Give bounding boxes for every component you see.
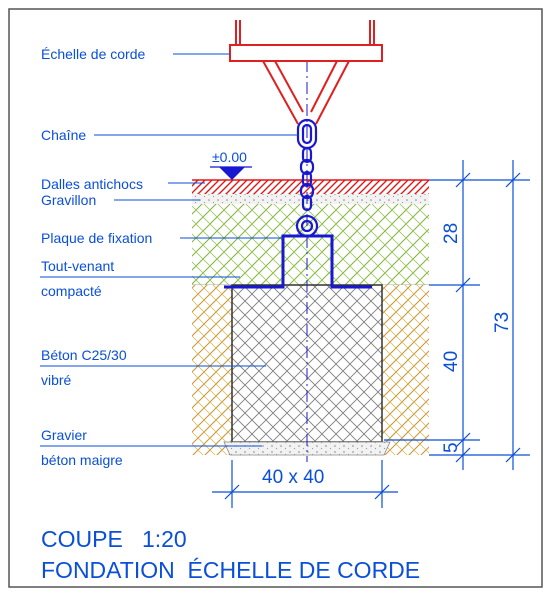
dim-section: 40 x 40	[262, 467, 324, 488]
ladder-rope-right	[310, 60, 350, 125]
dim-tick-6	[505, 447, 521, 463]
dim-tick-4	[455, 447, 471, 463]
label-gravillon: Gravillon	[41, 192, 96, 208]
dim-tick-1	[455, 172, 471, 188]
dim-tick-5	[505, 172, 521, 188]
label-echelle: Échelle de corde	[41, 46, 146, 62]
ladder-rope-left	[262, 60, 304, 125]
label-beton-2: vibré	[41, 372, 72, 388]
label-plaque: Plaque de fixation	[41, 230, 152, 246]
drawing-frame	[8, 8, 543, 588]
dim-40: 40	[441, 351, 462, 372]
title-coupe: COUPE 1:20	[41, 526, 187, 552]
label-tout-venant-2: compacté	[41, 283, 102, 299]
antichoc-slab	[192, 180, 429, 194]
dim-tick-2	[455, 277, 471, 293]
dim-28: 28	[441, 223, 462, 244]
dim-h-tick-left	[224, 484, 240, 500]
label-dalles: Dalles antichocs	[41, 176, 143, 192]
dim-5: 5	[441, 442, 462, 453]
soil-left	[192, 285, 232, 455]
label-chaine: Chaîne	[41, 127, 86, 143]
label-beton-1: Béton C25/30	[41, 347, 127, 363]
title-fondation: FONDATION ÉCHELLE DE CORDE	[41, 557, 420, 583]
dim-tick-3	[455, 432, 471, 448]
dim-73: 73	[492, 312, 513, 333]
level-marker-triangle	[219, 167, 245, 180]
level-label: ±0.00	[212, 149, 247, 165]
chain	[295, 118, 319, 238]
label-tout-venant-1: Tout-venant	[41, 258, 114, 274]
soil-right	[382, 285, 429, 455]
label-gravier-2: béton maigre	[41, 452, 123, 468]
lean-concrete-layer	[223, 441, 391, 456]
ladder-crossbar	[229, 44, 383, 62]
label-gravier-1: Gravier	[41, 427, 87, 443]
dim-h-tick-right	[374, 484, 390, 500]
